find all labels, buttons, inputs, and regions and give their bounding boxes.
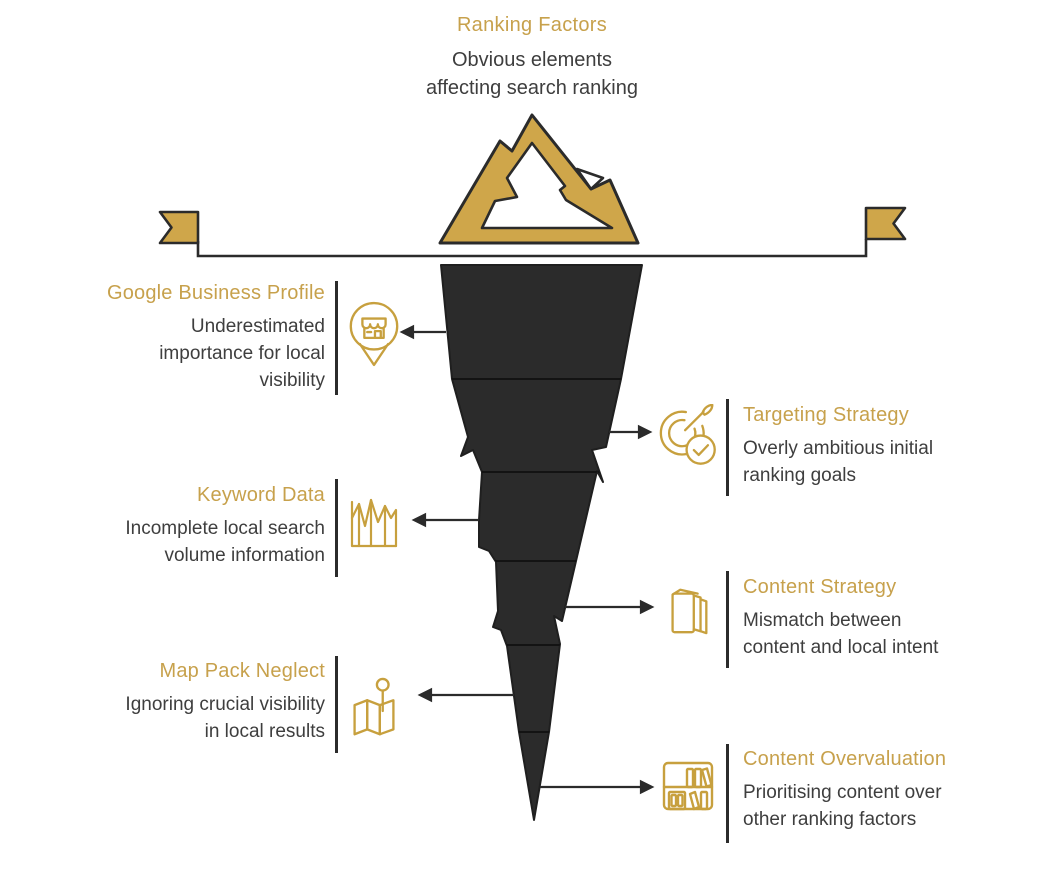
item-body: Ignoring crucial visibility in local res… xyxy=(125,694,325,742)
header: Ranking Factors Obvious elements affecti… xyxy=(330,14,734,102)
item-body: Overly ambitious initial ranking goals xyxy=(743,438,934,486)
item-heading: Content Strategy xyxy=(743,576,897,598)
divider xyxy=(335,656,338,753)
subtitle-line-2: affecting search ranking xyxy=(426,77,638,99)
item-heading: Google Business Profile xyxy=(106,282,325,304)
bookshelf-icon xyxy=(659,756,717,814)
item-targeting-strategy: Targeting Strategy Overly ambitious init… xyxy=(743,404,993,489)
iceberg-shape xyxy=(440,264,643,821)
item-body: Underestimated importance for local visi… xyxy=(159,316,325,391)
divider xyxy=(726,571,729,668)
item-keyword-data: Keyword Data Incomplete local search vol… xyxy=(85,484,325,569)
divider xyxy=(726,399,729,496)
storefront-pin-icon xyxy=(345,299,403,369)
left-banner-flag-icon xyxy=(158,210,200,245)
item-content-strategy: Content Strategy Mismatch between conten… xyxy=(743,576,993,661)
target-arrow-check-icon xyxy=(656,404,722,470)
item-heading: Content Overvaluation xyxy=(743,748,947,770)
arrow-right-2 xyxy=(565,599,655,615)
arrow-left-2 xyxy=(411,512,479,528)
open-book-icon xyxy=(661,581,715,639)
item-heading: Map Pack Neglect xyxy=(159,660,325,682)
item-heading: Keyword Data xyxy=(196,484,325,506)
arrow-left-1 xyxy=(399,324,446,340)
divider xyxy=(726,744,729,843)
page-subtitle: Obvious elements affecting search rankin… xyxy=(330,46,734,102)
arrow-right-3 xyxy=(540,779,655,795)
waterline xyxy=(196,239,868,258)
item-body: Mismatch between content and local inten… xyxy=(743,610,939,658)
mountain-peak-icon xyxy=(438,113,640,245)
item-content-overvaluation: Content Overvaluation Prioritising conte… xyxy=(743,748,993,833)
item-heading: Targeting Strategy xyxy=(743,404,909,426)
item-body: Prioritising content over other ranking … xyxy=(743,782,942,830)
divider xyxy=(335,479,338,577)
arrow-left-3 xyxy=(417,687,514,703)
divider xyxy=(335,281,338,395)
subtitle-line-1: Obvious elements xyxy=(451,49,613,71)
item-body: Incomplete local search volume informati… xyxy=(125,518,325,566)
right-banner-flag-icon xyxy=(864,206,907,241)
arrow-right-1 xyxy=(609,424,653,440)
page-title: Ranking Factors xyxy=(456,14,608,36)
map-pin-icon xyxy=(346,676,402,742)
item-google-business-profile: Google Business Profile Underestimated i… xyxy=(85,282,325,394)
keyword-chart-icon xyxy=(348,494,400,550)
item-map-pack-neglect: Map Pack Neglect Ignoring crucial visibi… xyxy=(85,660,325,745)
